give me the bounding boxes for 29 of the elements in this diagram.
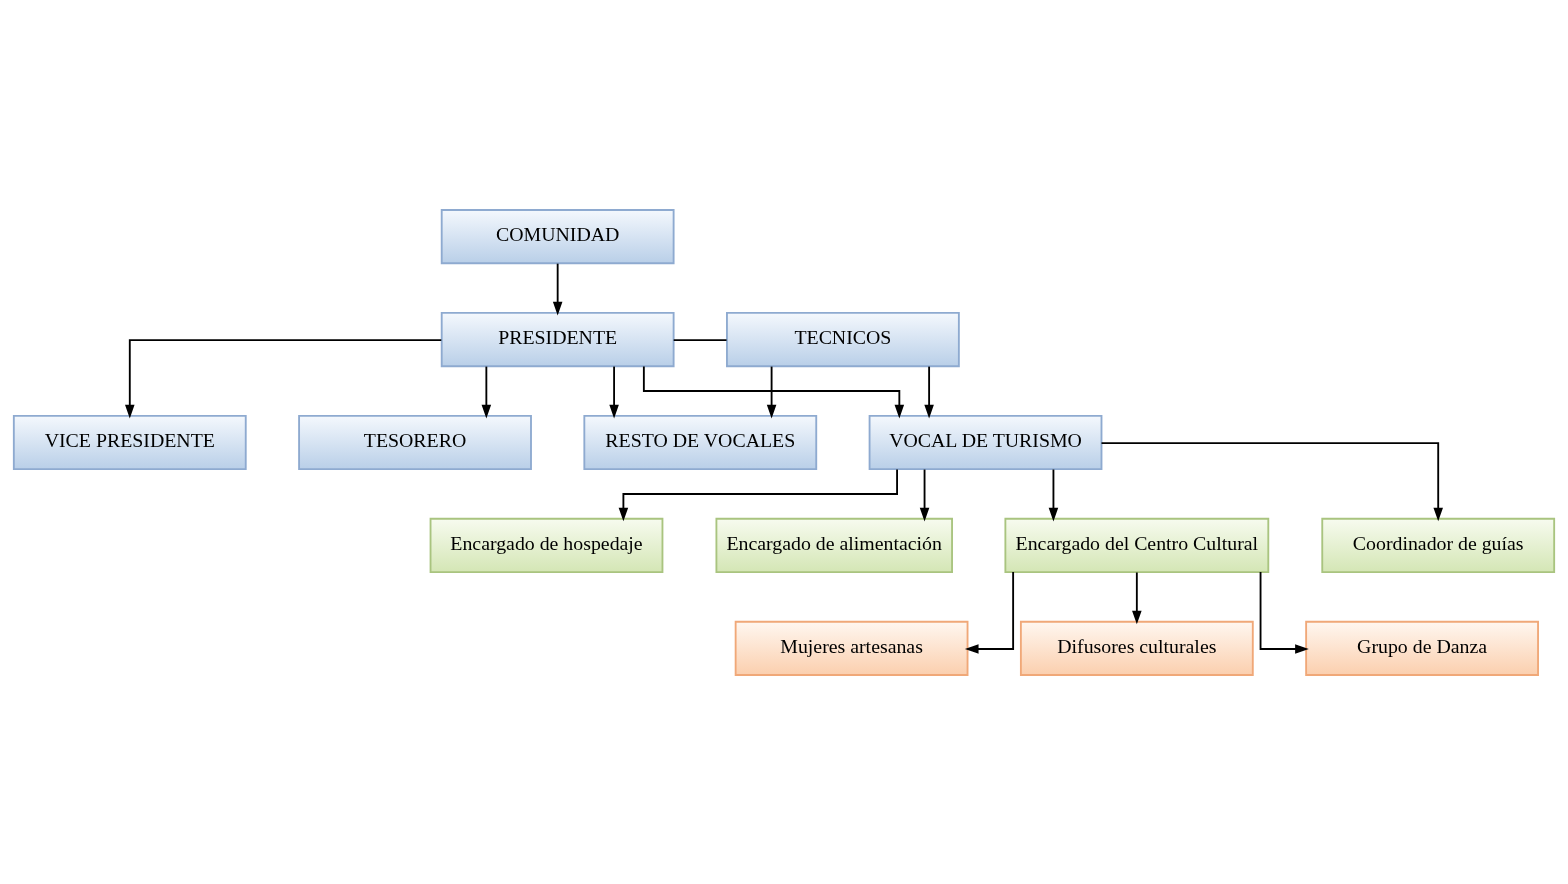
arrow (552, 262, 563, 315)
arrow (1259, 570, 1309, 654)
node-box: Difusores culturales (1019, 620, 1254, 676)
arrow (1048, 468, 1059, 521)
node-box: Encargado de hospedaje (429, 517, 664, 573)
arrow (481, 365, 492, 418)
node-box: VOCAL DE TURISMO (868, 414, 1103, 470)
arrow (1100, 441, 1443, 521)
arrow (964, 570, 1015, 654)
node-box: PRESIDENTE (440, 311, 675, 367)
node-box: TECNICOS (726, 311, 960, 367)
arrow (642, 365, 905, 418)
node-box: Mujeres artesanas (734, 620, 969, 676)
connector (672, 338, 728, 341)
node-box: Grupo de Danza (1305, 620, 1539, 676)
arrow (609, 365, 619, 418)
arrow (924, 365, 934, 418)
node-box: TESORERO (298, 414, 532, 470)
node-box: Encargado de alimentación (715, 517, 953, 573)
arrow (919, 468, 930, 521)
arrow (766, 365, 777, 418)
node-box: Coordinador de guías (1321, 517, 1556, 573)
arrow (125, 338, 443, 418)
arrow (1132, 571, 1142, 624)
node-box: VICE PRESIDENTE (12, 414, 247, 470)
node-box: Encargado del Centro Cultural (1004, 517, 1270, 573)
node-box: COMUNIDAD (440, 208, 675, 264)
node-box: RESTO DE VOCALES (583, 414, 818, 470)
arrow (618, 468, 898, 521)
